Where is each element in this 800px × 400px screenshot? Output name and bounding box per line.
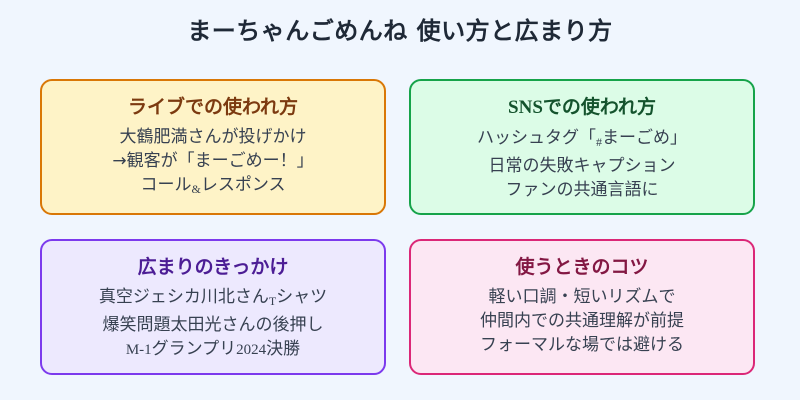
card-heading: 広まりのきっかけ [137, 256, 289, 278]
card-lines: 大鶴肥満さんが投げかけ →観客が「まーごめー！」 コール&レスポンス [42, 125, 384, 201]
line-text: シャツ [276, 287, 328, 307]
card-heading: SNSでの使われ方 [411, 93, 753, 122]
line-text: まーごめ」 [602, 128, 687, 148]
t-glyph: T [268, 294, 277, 308]
m1-text: M-1 [125, 342, 152, 358]
card-lines: 軽い口調・短いリズムで 仲間内での共通理解が前提 フォーマルな場では避ける [411, 285, 753, 357]
line-text: 大鶴肥満さんが投げかけ [119, 127, 307, 147]
page-title: まーちゃんごめんね 使い方と広まり方 [187, 17, 613, 45]
heading-latin: SNS [508, 97, 543, 118]
ampersand-glyph: & [191, 182, 201, 196]
line-text: 軽い口調・短いリズムで [488, 287, 676, 307]
card-line: 仲間内での共通理解が前提 [411, 309, 753, 333]
line-text: →観客が「まーごめー！」 [112, 151, 314, 171]
card-line: 大鶴肥満さんが投げかけ [42, 125, 384, 149]
card-sns-usage: SNSでの使われ方 ハッシュタグ「#まーごめ」 日常の失敗キャプション ファンの… [409, 79, 755, 215]
line-text: 爆笑問題太田光さんの後押し [102, 315, 324, 335]
heading-text: での使われ方 [542, 96, 656, 118]
card-live-usage: ライブでの使われ方 大鶴肥満さんが投げかけ →観客が「まーごめー！」 コール&レ… [40, 79, 386, 215]
card-line: 爆笑問題太田光さんの後押し [42, 313, 384, 337]
card-lines: ハッシュタグ「#まーごめ」 日常の失敗キャプション ファンの共通言語に [411, 126, 753, 202]
card-heading: ライブでの使われ方 [127, 96, 299, 118]
card-line: 日常の失敗キャプション [411, 154, 753, 178]
line-text: 決勝 [266, 339, 301, 359]
hashtag-glyph: # [596, 135, 602, 149]
line-text: コール [140, 175, 192, 195]
line-text: ハッシュタグ「 [477, 128, 596, 148]
card-line: フォーマルな場では避ける [411, 333, 753, 357]
card-heading: 使うときのコツ [515, 256, 649, 278]
line-text: グランプリ [151, 339, 237, 359]
card-line: M-1グランプリ2024決勝 [42, 337, 384, 362]
card-line: 真空ジェシカ川北さんTシャツ [42, 285, 384, 313]
card-line: ファンの共通言語に [411, 178, 753, 202]
line-text: 日常の失敗キャプション [488, 156, 676, 176]
line-text: 真空ジェシカ川北さん [98, 287, 269, 307]
line-text: 仲間内での共通理解が前提 [480, 311, 684, 331]
line-text: レスポンス [200, 175, 286, 195]
year-text: 2024 [236, 342, 267, 358]
card-line: コール&レスポンス [42, 173, 384, 201]
card-spread-triggers: 広まりのきっかけ 真空ジェシカ川北さんTシャツ 爆笑問題太田光さんの後押し M-… [40, 239, 386, 375]
card-line: →観客が「まーごめー！」 [42, 149, 384, 173]
line-text: フォーマルな場では避ける [480, 335, 684, 355]
card-usage-tips: 使うときのコツ 軽い口調・短いリズムで 仲間内での共通理解が前提 フォーマルな場… [409, 239, 755, 375]
card-line: ハッシュタグ「#まーごめ」 [411, 126, 753, 154]
card-line: 軽い口調・短いリズムで [411, 285, 753, 309]
line-text: ファンの共通言語に [505, 180, 659, 200]
card-lines: 真空ジェシカ川北さんTシャツ 爆笑問題太田光さんの後押し M-1グランプリ202… [42, 285, 384, 362]
